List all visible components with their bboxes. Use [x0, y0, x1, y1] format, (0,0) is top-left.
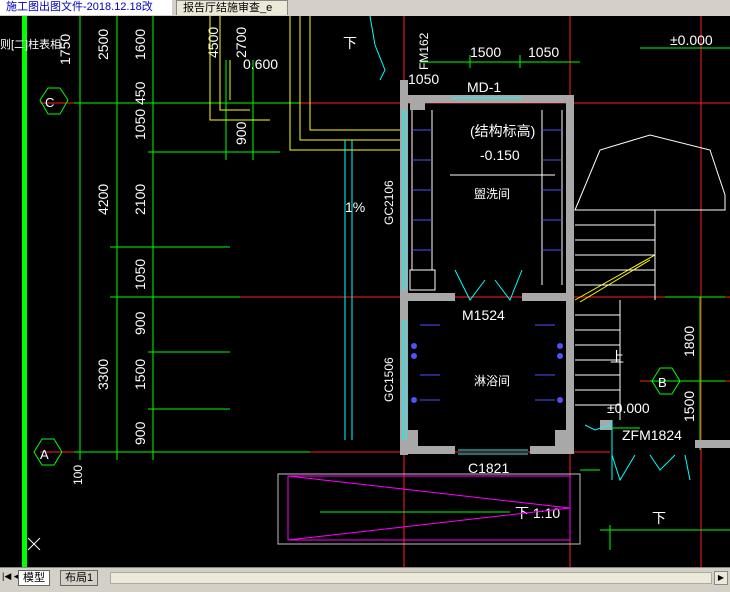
document-tab-bar: 施工图出图文件-2018.12.18改 报告厅结施审查_e	[0, 0, 730, 16]
dim-top-1500: 1500	[470, 44, 501, 60]
dim-2100: 2100	[132, 184, 148, 215]
drawing-canvas[interactable]: C A B 1750 2500 1600 450 1050 4200 2100 …	[0, 16, 730, 567]
struct-note-1: (结构标高)	[470, 123, 535, 139]
dim-900b: 900	[132, 421, 148, 445]
window-gc1506: GC1506	[382, 357, 396, 402]
window-gc2106: GC2106	[382, 180, 396, 225]
document-tab-active[interactable]: 施工图出图文件-2018.12.18改	[0, 0, 172, 15]
bottom-tab-bar: |◀ ◀ ▶ ▶| 模型 布局1 ▶	[0, 567, 730, 592]
window-c1821: C1821	[468, 460, 509, 476]
dim-4200: 4200	[95, 184, 111, 215]
dim-2700: 2700	[233, 27, 249, 58]
down-text-top: 下	[343, 35, 357, 51]
axis-b-label: B	[658, 375, 667, 390]
axis-a-label: A	[40, 447, 49, 462]
cad-drawing: C A B 1750 2500 1600 450 1050 4200 2100 …	[22, 16, 730, 567]
dim-right-1800: 1800	[681, 326, 697, 357]
elev-top-right: ±0.000	[670, 32, 713, 48]
slope-text: 1%	[345, 199, 365, 215]
elev-mid: ±0.000	[607, 400, 650, 416]
elev-0600: 0.600	[243, 56, 278, 72]
ramp-text: 下 1:10	[515, 505, 560, 521]
horizontal-scrollbar[interactable]	[110, 572, 712, 584]
dim-4500: 4500	[205, 27, 221, 58]
dim-right-1500: 1500	[681, 391, 697, 422]
dim-top-1050: 1050	[528, 44, 559, 60]
struct-note-2: -0.150	[480, 147, 520, 163]
room-shower: 淋浴间	[474, 374, 510, 388]
dim-1050b: 1050	[132, 259, 148, 290]
dim-top-1050b: 1050	[408, 71, 439, 87]
dim-450: 450	[132, 81, 148, 105]
dim-900-top: 900	[233, 121, 249, 145]
dim-900a: 900	[132, 311, 148, 335]
door-md1: MD-1	[467, 79, 501, 95]
door-fm162: FM162	[417, 32, 431, 70]
axis-c-label: C	[45, 95, 54, 110]
layer-label: 则[二]柱表相	[0, 39, 62, 51]
dim-1600: 1600	[132, 29, 148, 60]
document-tab-inactive[interactable]: 报告厅结施审查_e	[176, 0, 288, 15]
door-zfm1824: ZFM1824	[622, 427, 682, 443]
scroll-right-icon[interactable]: ▶	[714, 571, 728, 585]
dim-3300: 3300	[95, 359, 111, 390]
down-text-bottom: 下	[652, 510, 666, 526]
tab-layout1[interactable]: 布局1	[60, 570, 99, 586]
dim-2500: 2500	[95, 29, 111, 60]
dim-1750: 1750	[57, 34, 73, 65]
up-text: 上	[610, 349, 624, 365]
dim-100: 100	[71, 465, 85, 485]
room-wash: 盥洗间	[474, 187, 510, 201]
door-m1524: M1524	[462, 307, 505, 323]
tab-model[interactable]: 模型	[18, 570, 50, 586]
dim-1500: 1500	[132, 359, 148, 390]
dim-1050a: 1050	[132, 109, 148, 140]
